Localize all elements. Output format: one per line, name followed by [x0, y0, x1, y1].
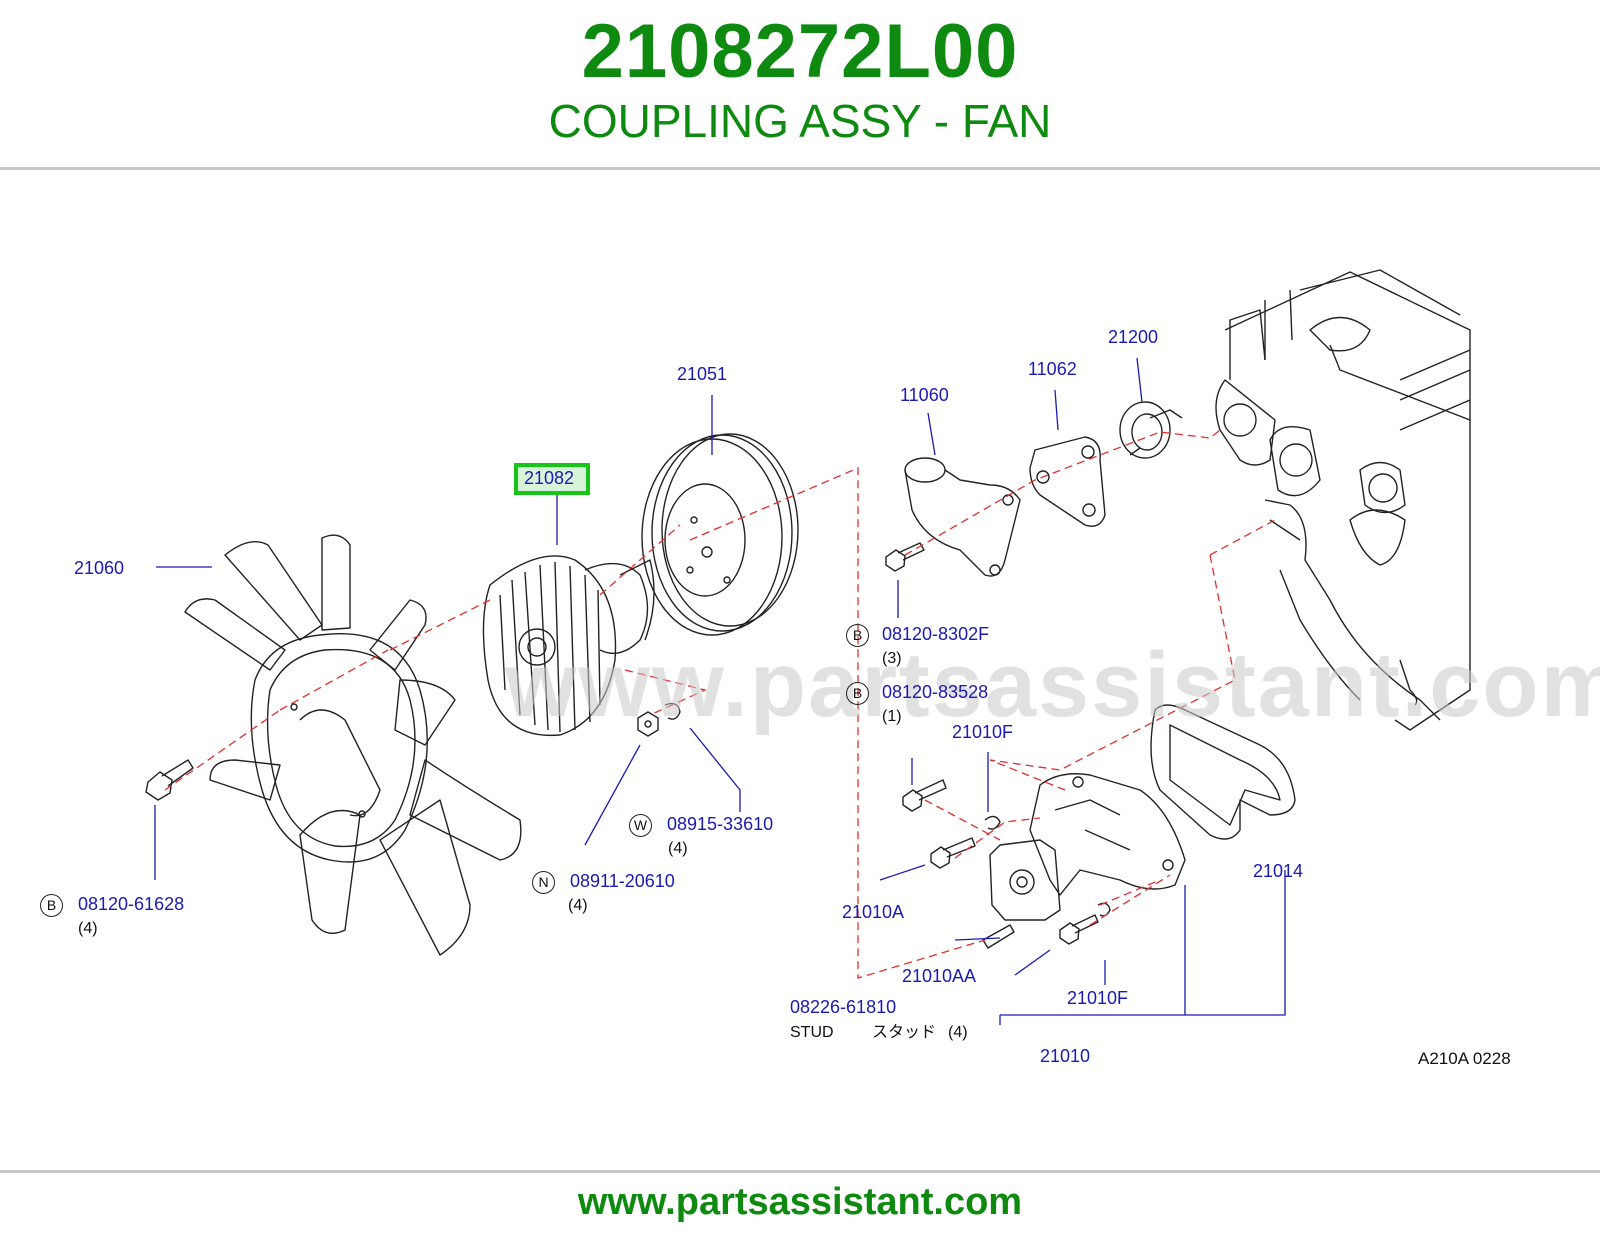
callout-21200[interactable]: 21200 [1108, 327, 1159, 347]
fan-blade-assembly [184, 534, 522, 956]
qty-08911-20610: (4) [568, 897, 588, 914]
callout-08915-33610[interactable]: 08915-33610 [667, 814, 774, 834]
part-name-subtitle: COUPLING ASSY - FAN [548, 95, 1052, 147]
callout-21010[interactable]: 21010 [1040, 1046, 1091, 1066]
washer-21010F-top [984, 815, 1001, 830]
thermostat-21200 [1119, 401, 1183, 459]
leader-lines [154, 357, 1286, 1025]
callout-21014[interactable]: 21014 [1253, 861, 1304, 881]
fastener-type-b-icon: B [846, 624, 869, 647]
fastener-type-b-icon: B [846, 682, 869, 705]
callout-08120-83528[interactable]: 08120-83528 [882, 682, 989, 702]
callout-21010A[interactable]: 21010A [842, 902, 905, 922]
bolt-21010A [930, 837, 976, 869]
callout-21051[interactable]: 21051 [677, 364, 728, 384]
fastener-type-n-icon: N [532, 871, 555, 894]
callout-21010F-top[interactable]: 21010F [952, 722, 1014, 742]
bolt-21010F-bottom [1059, 902, 1111, 945]
washer-08915-33610 [664, 702, 681, 720]
footer-url[interactable]: www.partsassistant.com [577, 1181, 1023, 1223]
bolt-08120-8302F [885, 542, 925, 572]
part-number-title: 2108272L00 [581, 9, 1019, 94]
nut-08911-20610 [637, 711, 659, 737]
header-divider [0, 167, 1600, 170]
diagram-code: A210A 0228 [1418, 1049, 1511, 1068]
qty-08120-61628: (4) [78, 920, 98, 937]
stud-qty: (4) [948, 1024, 968, 1041]
water-inlet-11060 [904, 457, 1021, 577]
engine-block [1215, 269, 1471, 731]
fastener-type-w-icon: W [629, 814, 652, 837]
qty-08120-83528: (1) [882, 708, 902, 725]
bolt-08120-83528 [902, 779, 947, 812]
stud-08226-61810 [982, 924, 1015, 949]
footer-divider [0, 1170, 1600, 1173]
callout-08226-61810[interactable]: 08226-61810 [790, 997, 897, 1017]
qty-08120-8302F: (3) [882, 650, 902, 667]
callout-11060[interactable]: 11060 [900, 385, 949, 405]
callout-08120-61628[interactable]: 08120-61628 [78, 894, 185, 914]
stud-label: STUD [790, 1024, 834, 1041]
callout-11062[interactable]: 11062 [1028, 359, 1077, 379]
pulley-21051 [641, 433, 799, 636]
highlight-box-21082[interactable] [514, 463, 590, 495]
callout-08120-8302F[interactable]: 08120-8302F [882, 624, 990, 644]
callout-21082[interactable]: 21082 [524, 468, 575, 488]
fan-coupling-21082 [482, 555, 655, 737]
gasket-21014 [1150, 704, 1296, 840]
qty-08915-33610: (4) [668, 840, 688, 857]
fastener-type-b-icon: B [40, 894, 63, 917]
assembly-guide-lines [164, 429, 1276, 979]
exploded-parts-diagram [145, 269, 1471, 1025]
watermark-text: www.partsassistant.com [505, 634, 1600, 736]
stud-label-japanese: スタッド [872, 1024, 937, 1041]
callout-08911-20610[interactable]: 08911-20610 [570, 871, 675, 891]
callout-21060[interactable]: 21060 [74, 558, 125, 578]
water-pump-21010 [989, 773, 1186, 921]
callout-21010AA[interactable]: 21010AA [902, 966, 977, 986]
gasket-11062 [1029, 436, 1106, 527]
page-header: 2108272L00 COUPLING ASSY - FAN [0, 0, 1600, 168]
callout-21010F-bottom[interactable]: 21010F [1067, 988, 1129, 1008]
bolt-08120-61628 [145, 759, 194, 801]
